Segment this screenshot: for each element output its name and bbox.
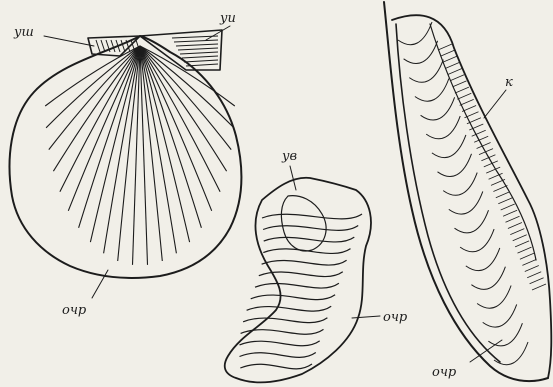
oyster-ridge xyxy=(255,283,339,288)
scallop-ear-line xyxy=(96,40,100,52)
label-ear-narrow: уи xyxy=(219,11,236,26)
mussel-hatch-line xyxy=(491,179,505,185)
mussel-shell: к очр xyxy=(384,2,551,381)
oyster-ridge xyxy=(243,318,327,323)
mussel-hatch-line xyxy=(445,63,459,69)
scallop-rib xyxy=(46,46,140,128)
oyster-ridge xyxy=(240,364,312,369)
oyster-ridge xyxy=(240,353,316,358)
mussel-hatch-line xyxy=(520,253,534,259)
mussel-hatch-line xyxy=(440,50,454,56)
mussel-hatch-line xyxy=(493,186,507,192)
oyster-ridge xyxy=(240,341,320,346)
scallop-ear-line xyxy=(182,56,218,58)
scallop-ear-line xyxy=(180,52,218,54)
label-oyster-margin: очр xyxy=(383,310,408,325)
mussel-hatch-line xyxy=(457,93,471,99)
scallop-valve-outline xyxy=(10,36,242,278)
scallop-rib xyxy=(90,46,140,242)
label-mussel-margin: очр xyxy=(432,365,457,380)
leader-ear-wide xyxy=(44,36,94,46)
mussel-keel-edge xyxy=(392,15,551,378)
oyster-ridge xyxy=(262,214,362,219)
mussel-hatch-line xyxy=(503,210,517,216)
mussel-hatch-line xyxy=(530,278,544,284)
mussel-hatch-line xyxy=(443,56,457,62)
mussel-hatch-line xyxy=(513,235,527,241)
leader-ear-narrow xyxy=(206,26,230,40)
oyster-ridge xyxy=(251,295,335,300)
oyster-ridge xyxy=(259,272,343,277)
mussel-hatch-line xyxy=(453,81,467,87)
leader-oyster-margin xyxy=(352,316,380,318)
oyster-ridge xyxy=(264,237,355,242)
mussel-hatch-line xyxy=(518,247,532,253)
leader-mussel-keel xyxy=(484,90,506,118)
mussel-hatch-line xyxy=(448,69,462,75)
scallop-ear-line xyxy=(121,40,125,52)
mussel-hatch-line xyxy=(481,155,495,161)
mussel-hatch-line xyxy=(438,44,452,50)
mussel-hatch-line xyxy=(508,223,522,229)
mussel-growth-line xyxy=(398,22,432,45)
scallop-ear-line xyxy=(178,48,218,50)
scallop-ear-line xyxy=(176,44,218,46)
label-scallop-margin: очр xyxy=(62,303,87,318)
oyster-ridge xyxy=(247,306,332,311)
oyster-shell: ув очр xyxy=(225,149,408,382)
mussel-ridge xyxy=(430,24,536,260)
mussel-hatch-line xyxy=(455,87,469,93)
mussel-hatch-line xyxy=(532,284,546,290)
oyster-ridge xyxy=(262,260,347,265)
mussel-hatch-line xyxy=(465,112,479,118)
oyster-ridge xyxy=(263,249,350,254)
oyster-ridge xyxy=(263,226,358,231)
mussel-hatch-line xyxy=(501,204,515,210)
mussel-hatch-line xyxy=(522,259,536,265)
mussel-hatch-line xyxy=(525,266,539,272)
scallop-shell: уш уи очр xyxy=(10,11,242,318)
oyster-outline xyxy=(225,178,371,383)
mussel-hatch-line xyxy=(450,75,464,81)
label-ear-wide: уш xyxy=(13,25,34,40)
mussel-hatch-line xyxy=(510,229,524,235)
oyster-umbo-area xyxy=(281,196,326,251)
mussel-hatch-line xyxy=(506,216,520,222)
scallop-ear-line xyxy=(174,40,218,42)
oyster-ridge xyxy=(241,329,324,334)
label-oyster-umbo: ув xyxy=(281,149,297,164)
scallop-ear-line xyxy=(101,40,105,52)
mussel-hatch-line xyxy=(498,198,512,204)
scallop-ear-line xyxy=(111,40,115,52)
leader-oyster-umbo xyxy=(290,166,296,190)
label-mussel-keel: к xyxy=(505,75,513,90)
mussel-hatch-line xyxy=(462,106,476,112)
mussel-hatch-line xyxy=(527,272,541,278)
mussel-hatch-line xyxy=(515,241,529,247)
mussel-hatch-line xyxy=(474,136,488,142)
scallop-ear-line xyxy=(184,60,218,62)
mussel-hatch-line xyxy=(460,99,474,105)
mussel-hatch-line xyxy=(496,192,510,198)
scallop-rib xyxy=(140,46,190,242)
